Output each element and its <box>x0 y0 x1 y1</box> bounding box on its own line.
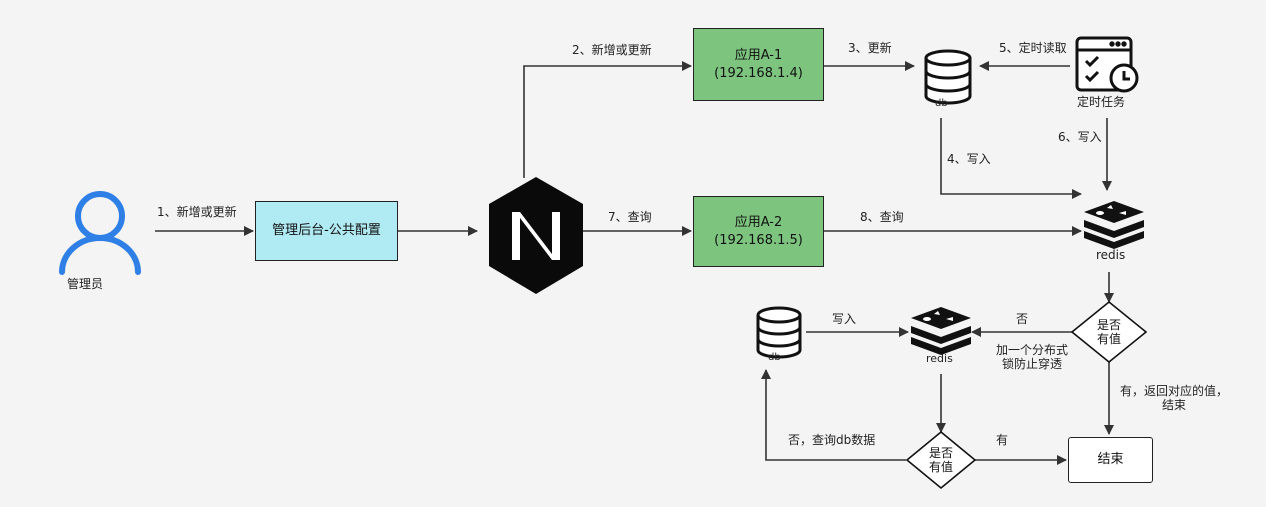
redis-second-label: redis <box>926 352 953 365</box>
edge-label-3: 3、更新 <box>848 41 892 55</box>
redis-icon <box>911 307 971 355</box>
decision-2-label: 是否 有值 <box>921 446 961 474</box>
edge-decision-2-to-db-2 <box>761 369 906 461</box>
admin-label: 管理员 <box>67 277 104 291</box>
edge-db-to-redis <box>940 118 1082 199</box>
app-a2-box: 应用A-2 (192.168.1.5) <box>693 196 824 267</box>
edge-label-no: 否 <box>1016 312 1029 326</box>
end-box: 结束 <box>1068 437 1153 483</box>
edge-label-4: 4、写入 <box>947 152 991 166</box>
edge-label-5: 5、定时读取 <box>999 41 1067 55</box>
app-a2-ip: (192.168.1.5) <box>714 232 803 248</box>
app-a2-name: 应用A-2 <box>734 214 783 230</box>
decision-1-label: 是否 有值 <box>1089 318 1129 346</box>
edge-label-lock-line-2: 锁防止穿透 <box>1001 357 1062 371</box>
edge-label-yes-return: 有，返回对应的值， 结束 <box>1114 384 1234 412</box>
admin-panel-label: 管理后台-公共配置 <box>272 223 381 238</box>
edge-label-no-query-db: 否，查询db数据 <box>788 433 876 447</box>
decision-1-line-1: 是否 <box>1096 318 1121 332</box>
admin-panel-box: 管理后台-公共配置 <box>255 201 398 261</box>
scheduler-label: 定时任务 <box>1077 95 1126 109</box>
decision-2-line-1: 是否 <box>928 446 953 460</box>
user-icon <box>59 191 141 275</box>
redis-icon <box>1084 201 1144 249</box>
end-label: 结束 <box>1097 452 1124 467</box>
db-bottom-label: db <box>768 352 781 363</box>
edge-label-lock: 加一个分布式 锁防止穿透 <box>988 343 1076 371</box>
edge-label-1: 1、新增或更新 <box>157 205 237 219</box>
edge-label-yes-return-line-1: 有，返回对应的值， <box>1119 384 1228 398</box>
decision-diamond-2 <box>905 430 977 490</box>
edge-label-2: 2、新增或更新 <box>572 43 652 57</box>
edge-label-8: 8、查询 <box>860 210 904 224</box>
decision-1-line-2: 有值 <box>1096 332 1121 346</box>
edge-label-7: 7、查询 <box>608 210 652 224</box>
edge-nginx-to-app-a1 <box>523 61 692 178</box>
database-icon <box>756 306 802 359</box>
app-a1-name: 应用A-1 <box>734 47 783 63</box>
app-a1-ip: (192.168.1.4) <box>714 65 803 81</box>
redis-main-label: redis <box>1096 248 1126 262</box>
nginx-icon <box>489 177 583 294</box>
app-a1-box: 应用A-1 (192.168.1.4) <box>693 28 824 101</box>
database-icon <box>924 49 972 105</box>
decision-2-line-2: 有值 <box>928 460 953 474</box>
edge-label-6: 6、写入 <box>1058 130 1102 144</box>
edge-label-yes-return-line-2: 结束 <box>1161 398 1186 412</box>
decision-diamond-1 <box>1070 300 1148 364</box>
scheduler-icon <box>1075 36 1139 93</box>
edge-label-lock-line-1: 加一个分布式 <box>995 343 1068 357</box>
edge-label-write: 写入 <box>832 312 857 326</box>
edge-label-yes: 有 <box>996 433 1009 447</box>
db-top-label: db <box>935 98 948 109</box>
